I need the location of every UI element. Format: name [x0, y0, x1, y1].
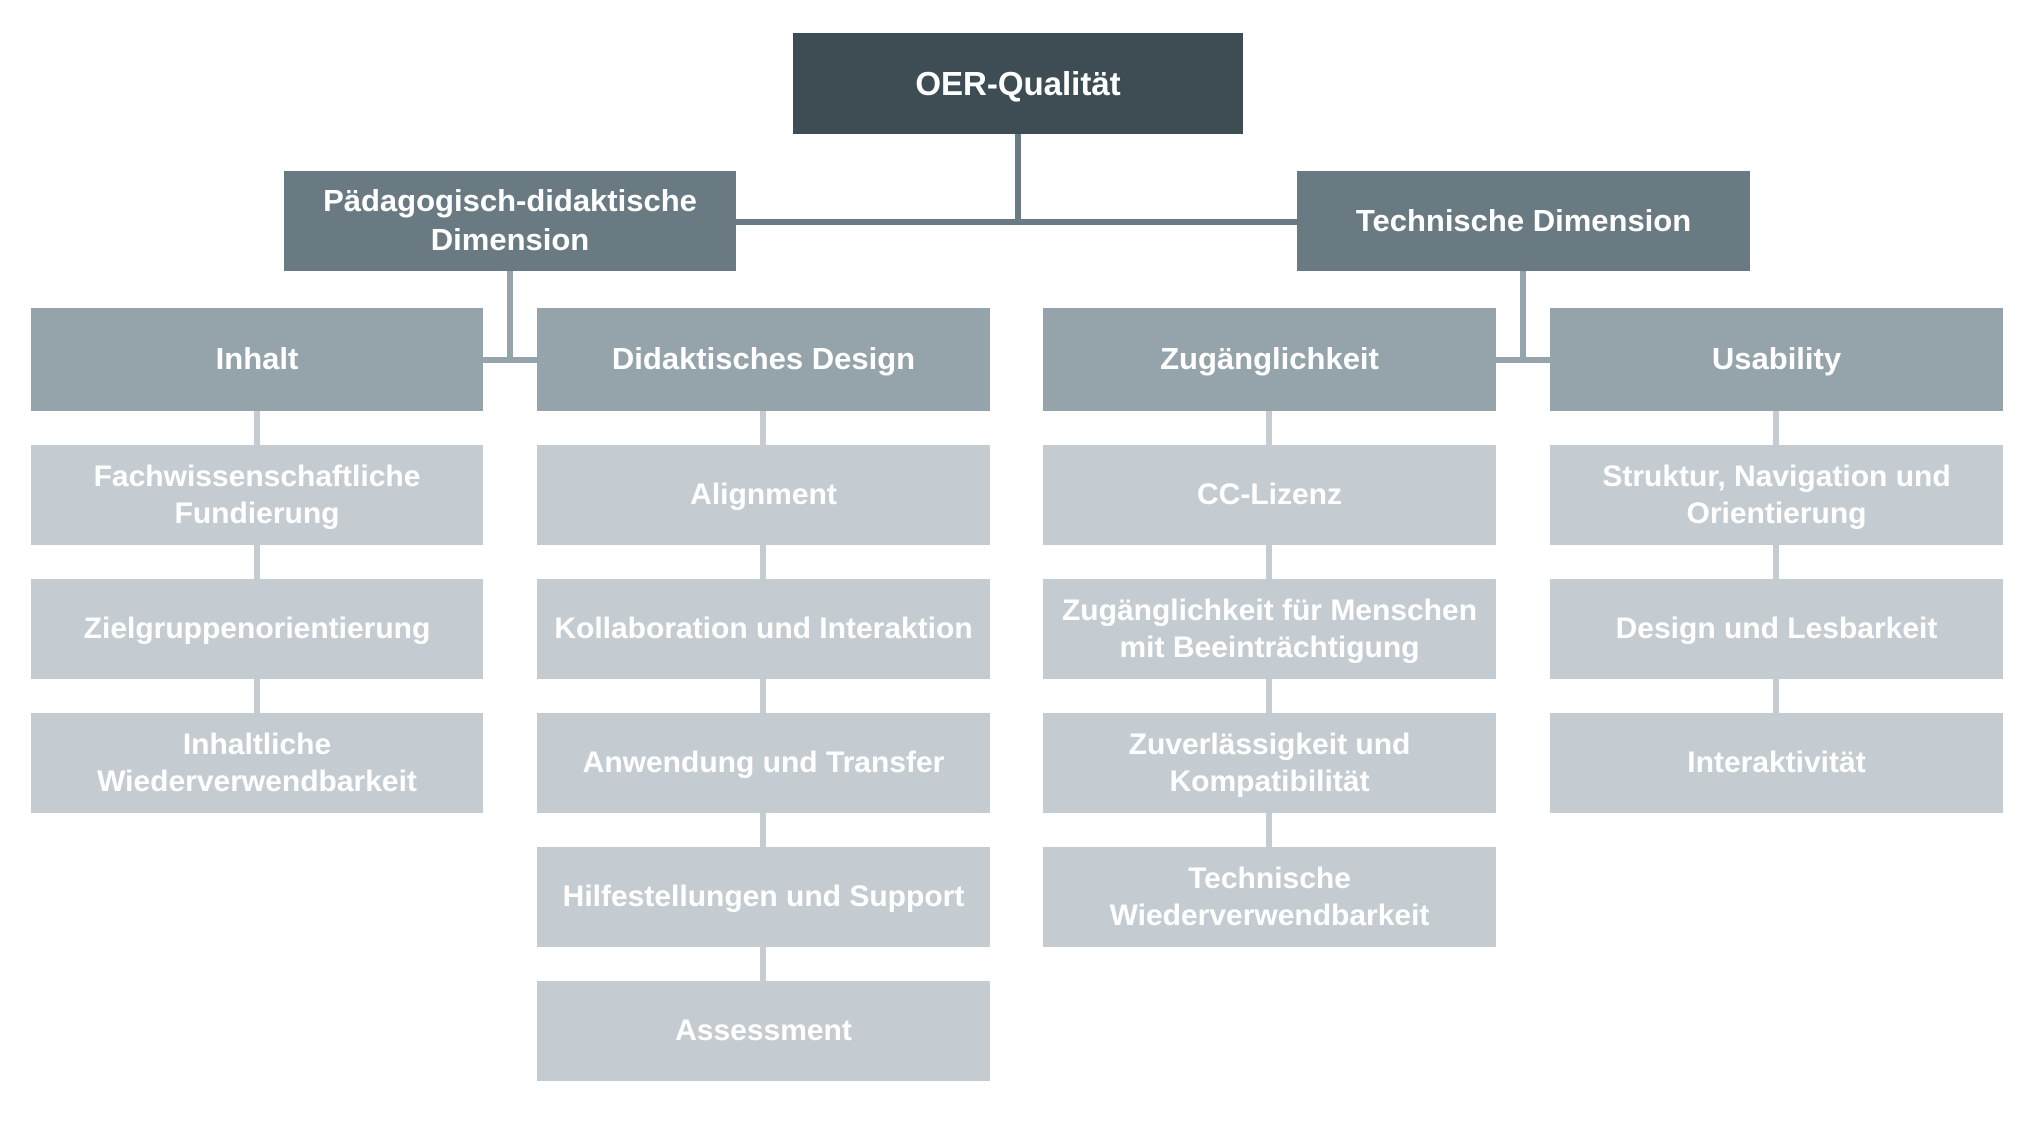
connector-col1-seg1	[254, 411, 260, 445]
dimension-box-technisch: Technische Dimension	[1297, 171, 1750, 271]
connector-root-crossbar	[736, 219, 1297, 225]
connector-col3-seg2	[1266, 545, 1272, 579]
connector-col2-seg5	[760, 947, 766, 981]
connector-paedagogisch-stem	[507, 271, 513, 360]
connector-col2-seg4	[760, 813, 766, 847]
connector-col1-seg3	[254, 679, 260, 713]
dimension-box-paedagogisch-didaktisch: Pädagogisch-didaktische Dimension	[284, 171, 736, 271]
connector-col3-seg4	[1266, 813, 1272, 847]
connector-root-stem	[1015, 134, 1021, 222]
item-box-kollaboration-und-interaktion: Kollaboration und Interaktion	[537, 579, 990, 679]
connector-col3-seg3	[1266, 679, 1272, 713]
item-box-technische-wiederverwendbarkeit: Technische Wiederverwendbarkeit	[1043, 847, 1496, 947]
item-box-alignment: Alignment	[537, 445, 990, 545]
item-box-fachwissenschaftliche-fundierung: Fachwissenschaftliche Fundierung	[31, 445, 483, 545]
item-box-anwendung-und-transfer: Anwendung und Transfer	[537, 713, 990, 813]
connector-col2-seg3	[760, 679, 766, 713]
item-box-zugaenglichkeit-fuer-menschen: Zugänglichkeit für Menschen mit Beeinträ…	[1043, 579, 1496, 679]
root-box-oer-qualitaet: OER-Qualität	[793, 33, 1243, 134]
category-head-didaktisches-design: Didaktisches Design	[537, 308, 990, 411]
connector-technisch-crossbar	[1496, 357, 1550, 363]
item-box-struktur-navigation-orientierung: Struktur, Navigation und Orientierung	[1550, 445, 2003, 545]
connector-col4-seg2	[1773, 545, 1779, 579]
item-box-cc-lizenz: CC-Lizenz	[1043, 445, 1496, 545]
connector-col4-seg1	[1773, 411, 1779, 445]
category-head-zugaenglichkeit: Zugänglichkeit	[1043, 308, 1496, 411]
category-head-inhalt: Inhalt	[31, 308, 483, 411]
connector-col2-seg1	[760, 411, 766, 445]
item-box-hilfestellungen-und-support: Hilfestellungen und Support	[537, 847, 990, 947]
connector-col4-seg3	[1773, 679, 1779, 713]
item-box-design-und-lesbarkeit: Design und Lesbarkeit	[1550, 579, 2003, 679]
connector-col3-seg1	[1266, 411, 1272, 445]
connector-col1-seg2	[254, 545, 260, 579]
item-box-interaktivitaet: Interaktivität	[1550, 713, 2003, 813]
connector-col2-seg2	[760, 545, 766, 579]
item-box-inhaltliche-wiederverwendbarkeit: Inhaltliche Wiederverwendbarkeit	[31, 713, 483, 813]
connector-paedagogisch-crossbar	[483, 357, 537, 363]
category-head-usability: Usability	[1550, 308, 2003, 411]
item-box-zuverlaessigkeit-und-kompatibilitaet: Zuverlässigkeit und Kompatibilität	[1043, 713, 1496, 813]
connector-technisch-stem	[1520, 271, 1526, 360]
item-box-assessment: Assessment	[537, 981, 990, 1081]
item-box-zielgruppenorientierung: Zielgruppenorientierung	[31, 579, 483, 679]
